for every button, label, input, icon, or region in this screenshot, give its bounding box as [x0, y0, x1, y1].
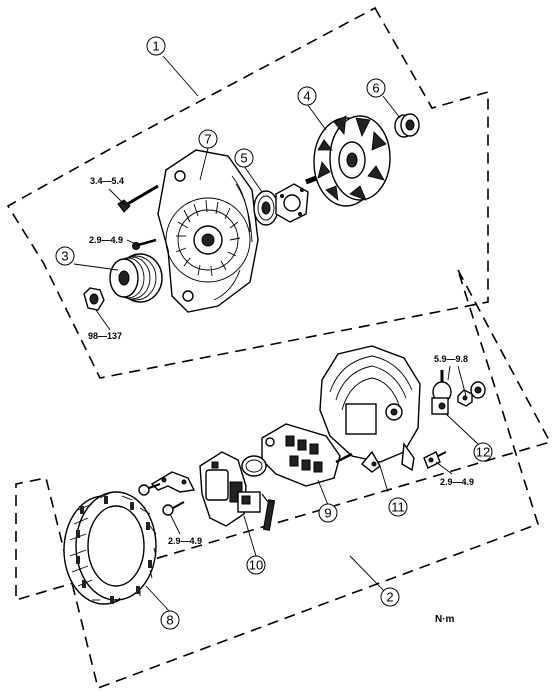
- pulley: [109, 253, 163, 303]
- rear-cover-screw: [423, 451, 447, 469]
- callout-8: 8: [160, 610, 180, 630]
- insulating-ring: [241, 455, 267, 477]
- callout-11: 11: [388, 497, 408, 517]
- callout-4: 4: [297, 86, 317, 106]
- rear-assembly-boundary: [15, 269, 552, 690]
- leader-lines: [73, 55, 479, 613]
- svg-text:8: 8: [166, 613, 173, 628]
- housing-screw: [132, 238, 157, 250]
- callout-3: 3: [55, 246, 75, 266]
- rear-bearing: [394, 113, 420, 138]
- stator: [63, 491, 157, 605]
- callout-7: 7: [198, 129, 218, 149]
- torque-unit-label: N·m: [435, 614, 455, 625]
- rotor: [305, 115, 391, 207]
- bearing-retainer-plate: [275, 183, 309, 223]
- callout-5: 5: [234, 148, 254, 168]
- svg-text:1: 1: [152, 39, 159, 54]
- brush: [261, 493, 276, 531]
- svg-text:4: 4: [303, 89, 310, 104]
- torque-spec-housing-screw: 2.9—4.9: [89, 235, 123, 245]
- svg-text:12: 12: [476, 445, 490, 460]
- svg-text:2: 2: [386, 590, 393, 605]
- svg-text:6: 6: [372, 81, 379, 96]
- rear-housing: [319, 345, 421, 473]
- callout-1: 1: [146, 36, 166, 56]
- terminal-bracket: [150, 471, 196, 493]
- front-housing: [157, 149, 259, 313]
- terminal-bolt: [431, 370, 452, 415]
- torque-spec-through-bolt: 3.4—5.4: [90, 176, 124, 186]
- callout-6: 6: [366, 78, 386, 98]
- torque-spec-regulator-screw: 2.9—4.9: [168, 536, 202, 546]
- svg-text:5: 5: [240, 151, 247, 166]
- front-assembly-boundary: [6, 6, 489, 379]
- through-bolt: [117, 184, 159, 213]
- svg-text:11: 11: [391, 500, 405, 515]
- torque-spec-pulley-nut: 98—137: [88, 331, 122, 341]
- svg-text:7: 7: [204, 132, 211, 147]
- callout-12: 12: [473, 442, 493, 462]
- callout-2: 2: [380, 587, 400, 607]
- regulator-screw-lower: [162, 501, 185, 516]
- terminal-washer: [470, 381, 486, 399]
- svg-text:10: 10: [249, 558, 263, 573]
- voltage-regulator: [199, 451, 261, 527]
- svg-text:9: 9: [324, 506, 331, 521]
- callout-10: 10: [246, 555, 266, 575]
- pulley-nut: [83, 287, 105, 311]
- callout-9: 9: [318, 503, 338, 523]
- torque-spec-terminal-nut: 5.9—9.8: [434, 354, 468, 364]
- torque-spec-rear-cover-screw: 2.9—4.9: [440, 477, 474, 487]
- regulator-screw-upper: [138, 483, 161, 496]
- rectifier: [261, 423, 353, 487]
- svg-text:3: 3: [61, 249, 68, 264]
- front-bearing: [253, 190, 279, 226]
